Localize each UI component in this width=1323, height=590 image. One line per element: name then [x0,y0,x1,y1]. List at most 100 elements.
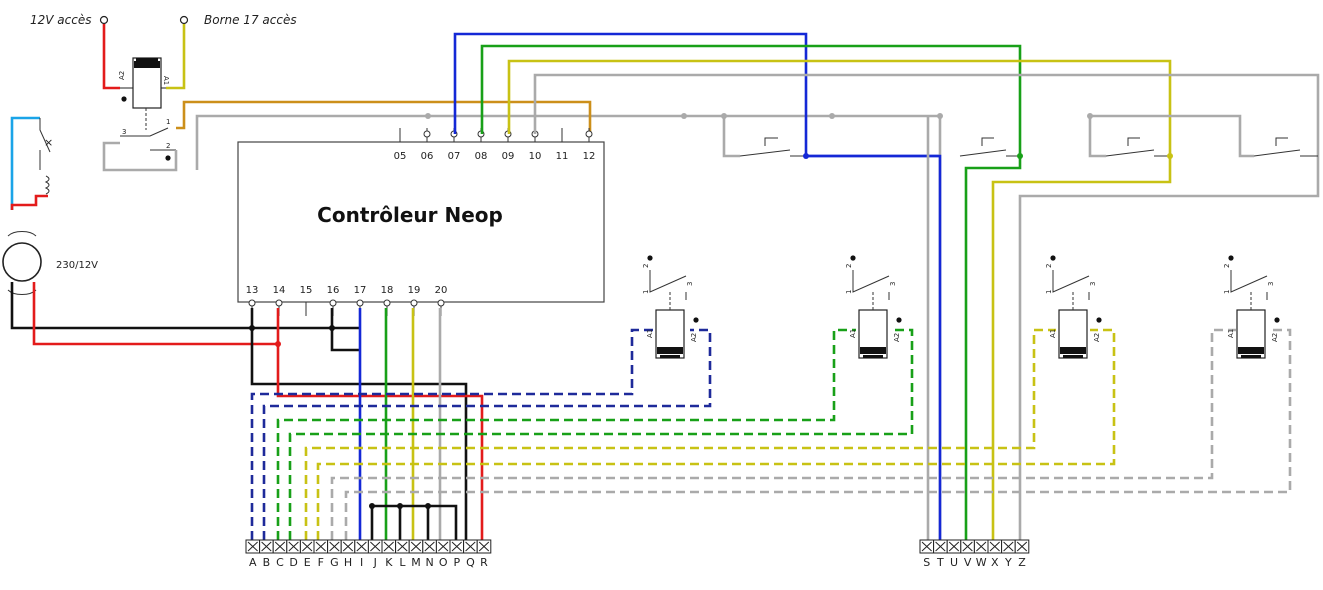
terminal-label: X [991,556,999,569]
wire-green-down [964,156,1022,540]
bottom-pin-label: 19 [408,285,421,296]
wire-red-supply [32,282,278,346]
wire-top-relay-gray [102,141,178,172]
wire-cyan [10,116,40,210]
wire-borne-yellow [166,24,186,90]
terminal-label: Q [466,556,475,569]
bottom-pin-label: 20 [435,285,448,296]
terminal-label: H [344,556,352,569]
terminal-label: F [318,556,324,569]
relay-a2: A2 [1093,333,1101,342]
terminal-label: T [936,556,944,569]
bottom-pin-terminal [383,299,391,307]
top-pin-terminal [585,130,593,138]
supply-label: 12V accès [30,13,91,27]
wire-black-16 [330,308,360,352]
top-pin-label: 11 [556,151,569,162]
bottom-pin-label: 13 [246,285,259,296]
relay-c2: 2 [1223,264,1231,268]
relay-a1: A1 [1049,329,1057,338]
borne-terminal [179,15,189,25]
relay-c2: 2 [1045,264,1053,268]
top-relay-a1: A1 [162,76,170,85]
wire-blue-07 [453,32,940,158]
terminal-label: N [425,556,433,569]
bottom-pin-label: 14 [273,285,286,296]
bottom-pin-terminal [437,299,445,307]
relay-c3: 3 [1089,282,1097,286]
top-relay-a2: A2 [118,71,126,80]
wire-gray-10 [533,73,1320,540]
relay: A1 A2 2 1 3 [642,255,699,359]
relay-c1: 1 [1223,290,1231,294]
top-pin-label: 08 [475,151,488,162]
bottom-pin-label: 18 [381,285,394,296]
relay-c2: 2 [642,264,650,268]
top-pin-label: 07 [448,151,461,162]
relay-a2: A2 [690,333,698,342]
power-switch: × [39,118,53,195]
controller-title: Contrôleur Neop [317,203,503,227]
relay-a1: A1 [849,329,857,338]
top-pin-label: 10 [529,151,542,162]
terminal-label: G [330,556,339,569]
relay-c3: 3 [1267,282,1275,286]
terminal-label: R [480,556,488,569]
wire-supply-red [102,24,120,90]
relay-a1: A1 [1227,329,1235,338]
relay-a1: A1 [646,329,654,338]
terminal-label: K [385,556,393,569]
relay-c1: 1 [642,290,650,294]
bottom-pin-label: 16 [327,285,340,296]
top-pin-label: 05 [394,151,407,162]
top-pin-terminal [423,130,431,138]
wire-black-supply [10,282,360,330]
wire-black-bridge [370,504,458,540]
relay-c3: 3 [686,282,694,286]
relay-c1: 1 [1045,290,1053,294]
bottom-pin-terminal [275,299,283,307]
relay-c3: 3 [889,282,897,286]
bottom-pin-terminal [410,299,418,307]
controller-box [237,141,605,303]
wire-red-left [10,194,48,210]
svg-text:×: × [44,136,53,149]
terminal-label: A [249,556,257,569]
terminal-label: C [276,556,284,569]
top-relay-c2: 2 [166,142,170,150]
wire-blue-down [806,154,942,540]
wire-dashed-green [276,328,914,540]
top-pin-label: 09 [502,151,515,162]
wire-yellow-09 [507,59,1172,156]
transformer-label: 230/12V [56,260,98,271]
wire-red-14 [276,308,484,540]
terminal-label: S [923,556,930,569]
terminal-label: P [453,556,460,569]
terminal-label: Y [1004,556,1012,569]
top-relay-c1: 1 [166,118,170,126]
bottom-pin-terminal [248,299,256,307]
wire-green-08 [480,44,1022,156]
top-pin-label: 12 [583,151,596,162]
bottom-pin-label: 15 [300,285,313,296]
terminal-label: E [304,556,311,569]
terminal-label: M [411,556,421,569]
terminal-label: W [976,556,987,569]
wire-orange [176,100,592,134]
terminal-label: O [439,556,448,569]
terminal-label: Z [1018,556,1026,569]
relay-a2: A2 [1271,333,1279,342]
terminal-label: V [964,556,972,569]
terminal-label: D [289,556,297,569]
wire-dashed-gray [330,328,1292,540]
top-pin-label: 06 [421,151,434,162]
top-relay: A2 A1 3 1 2 [118,57,176,161]
relay-a2: A2 [893,333,901,342]
supply-terminal [99,15,109,25]
